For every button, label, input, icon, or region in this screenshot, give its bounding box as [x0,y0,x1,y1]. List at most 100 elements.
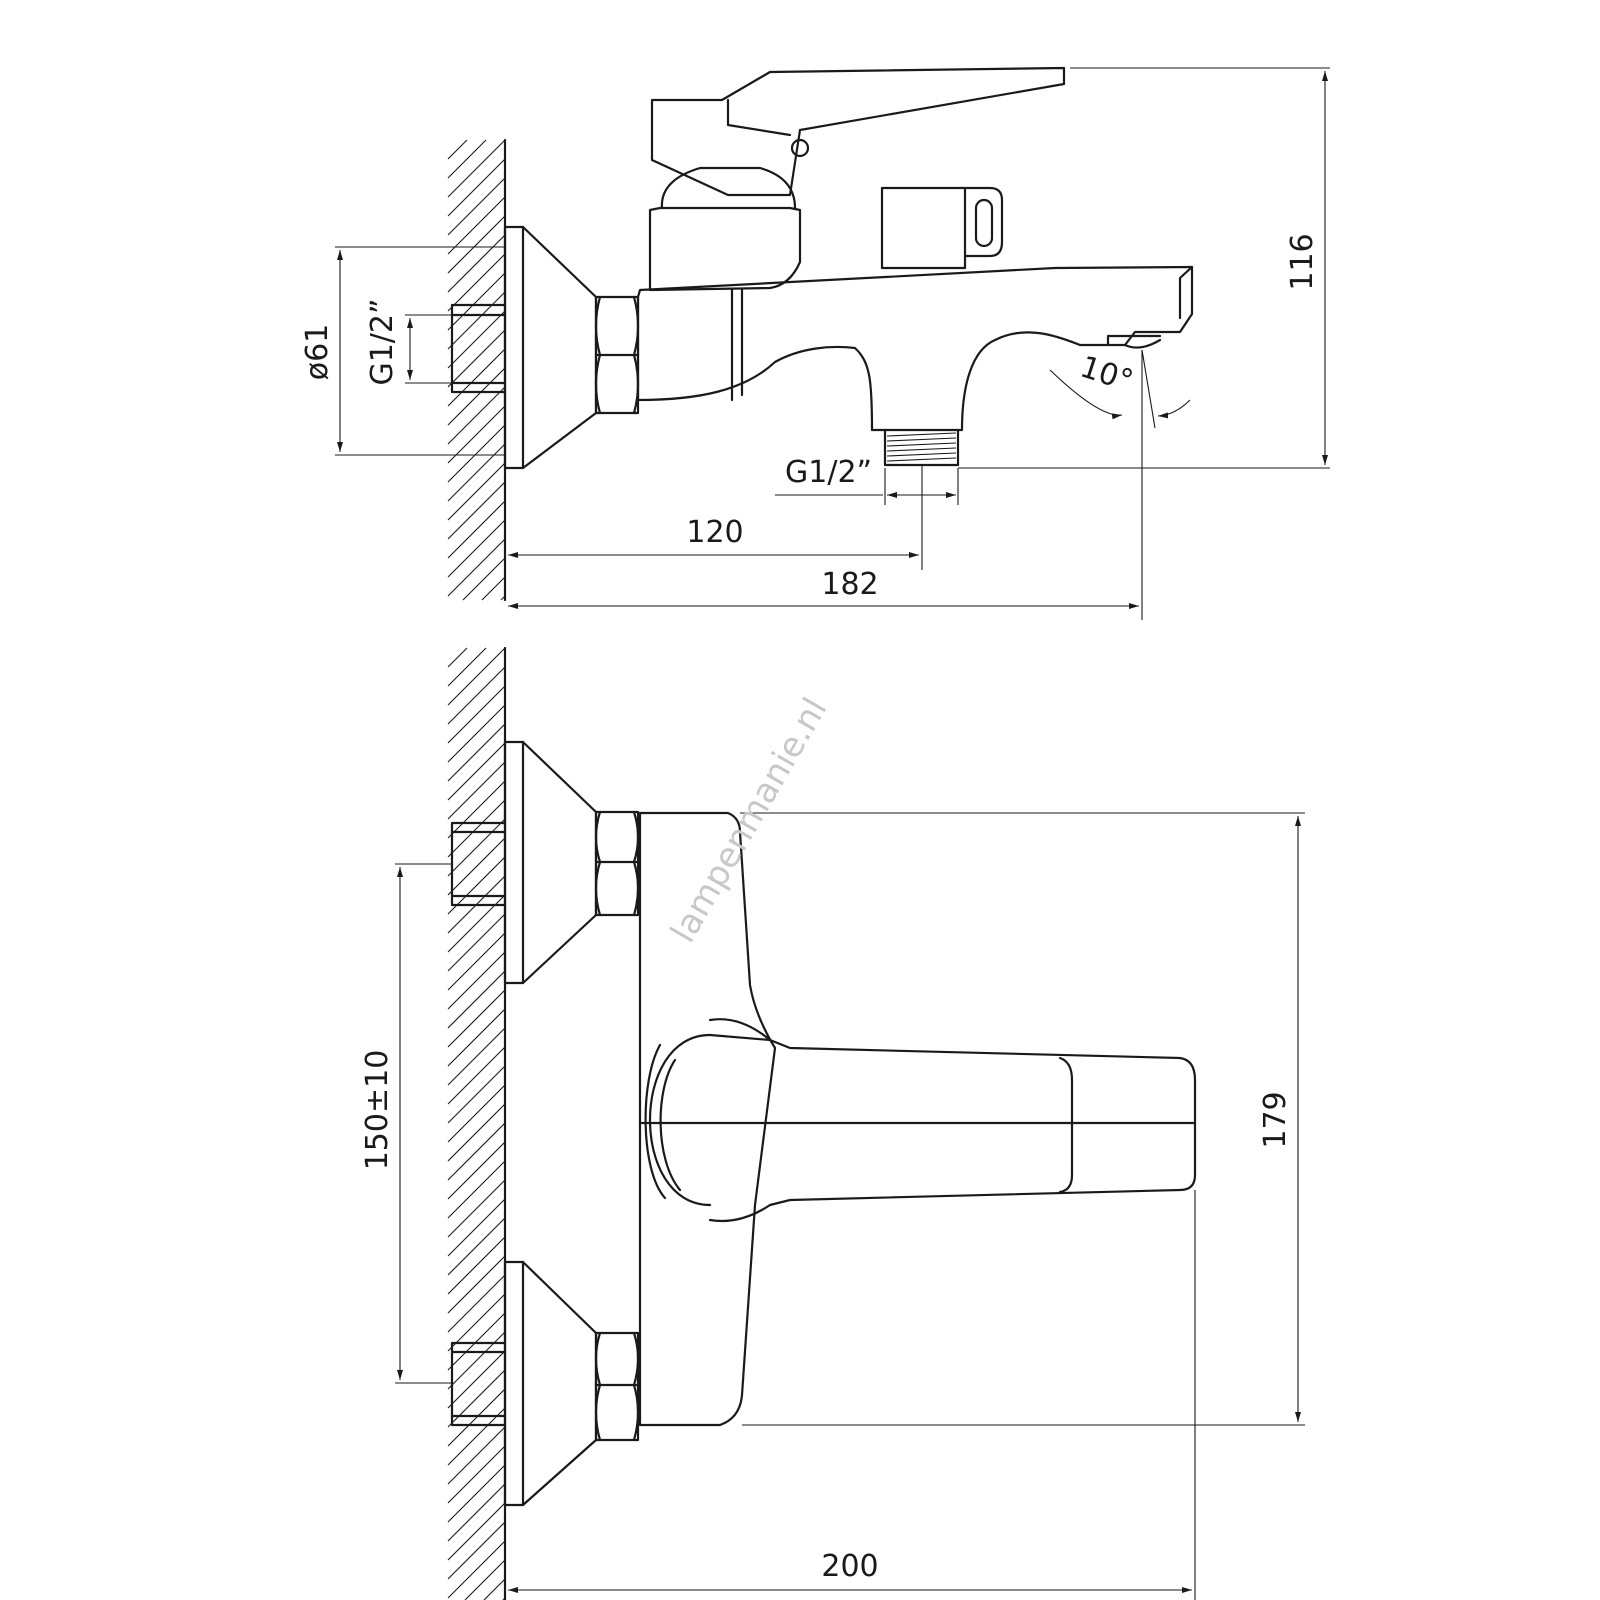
inlet-spacing-label: 150±10 [360,1050,395,1171]
hatch-line [447,1141,506,1200]
cartridge-housing [648,206,802,292]
hatch-line [447,818,506,877]
mixer-body [636,265,1194,432]
hatch-line [447,742,506,801]
hatch-line [447,1179,506,1238]
hatch-line [447,704,506,763]
total-width-label: 200 [821,1549,878,1584]
hatch-line [447,424,506,483]
hatch-line [447,538,506,597]
hatch-line [447,291,506,350]
hatch-line [447,253,506,312]
hatch-line [447,1065,506,1124]
thread-line [886,457,957,462]
hatch-line [447,139,487,179]
upper-flange [503,740,598,985]
hatch-line [447,1350,506,1409]
hatch-line [447,158,506,217]
hatch-line [447,799,506,858]
hatch-line [447,1369,506,1428]
hatch-line [447,215,506,274]
hatch-line [447,481,506,540]
hatch-line [447,1312,506,1371]
side-view: ø61 G1/2” 116 10° G1/2” 120 182 [300,66,1330,620]
hatch-line [447,685,506,744]
thread-line [886,442,957,447]
hatch-line [447,1255,506,1314]
hatch-line [447,519,506,578]
hatch-line [447,761,506,820]
front-height-label: 179 [1258,1091,1293,1148]
hatch-line [447,1331,506,1390]
hatch-line [447,1388,506,1447]
aerator [1123,338,1162,349]
hatch-line [464,1559,506,1600]
hatch-line [447,272,506,331]
wall-hatching-bottom [447,647,506,1600]
hatch-line [447,329,506,388]
hatch-line [447,367,506,426]
hatch-line [447,837,506,896]
hatch-line [447,139,468,160]
projection-label: 182 [821,567,878,602]
thread-line [886,432,957,437]
hatch-line [447,1027,506,1086]
hatch-line [447,348,506,407]
hatch-line [447,462,506,521]
hatch-line [447,1483,506,1542]
hatch-line [447,405,506,464]
upper-nut [594,810,640,917]
hatch-line [447,1293,506,1352]
hatch-line [447,1160,506,1219]
hatch-line [447,666,506,725]
hatch-line [447,1198,506,1257]
hatch-line [462,557,506,601]
inlet-thread-label: G1/2” [365,298,400,385]
hatch-line [481,576,506,601]
hatch-line [447,647,506,706]
hatch-line [447,234,506,293]
hatch-line [447,970,506,1029]
hatch-line [447,1217,506,1276]
mixer-front-body [638,811,777,1427]
hatch-line [447,1445,506,1504]
hatch-line [447,1426,506,1485]
hatch-line [447,1236,506,1295]
hatch-line [447,1521,506,1580]
hatch-line [447,1046,506,1105]
hatch-line [447,310,506,369]
hatch-line [500,595,506,601]
height-label: 116 [1285,233,1320,290]
hatch-line [447,951,506,1010]
hatch-line [447,443,506,502]
hatch-line [447,1122,506,1181]
outlet-distance-label: 120 [686,515,743,550]
hatch-line [447,177,506,236]
front-view: 150±10 179 200 [360,646,1305,1600]
hatch-line [447,1464,506,1523]
thread-line [886,447,957,452]
outlet-thread-label: G1/2” [785,455,872,490]
wall-flange [503,225,598,470]
flange-diameter-label: ø61 [300,324,335,381]
hatch-line [447,1008,506,1067]
hatch-line [447,780,506,839]
spout-angle-label: 10° [1076,350,1137,400]
hatch-line [447,1407,506,1466]
lever-handle [650,66,1066,197]
eccentric-connector [450,303,507,394]
thread-line [886,452,957,457]
watermark: lampenmanie.nl [663,691,835,949]
hatch-line [447,1103,506,1162]
hatch-line [447,989,506,1048]
hatch-line [447,196,506,255]
hatch-line [447,723,506,782]
hatch-line [447,1274,506,1333]
lever-front [708,1018,1197,1223]
diverter-knob [880,186,967,270]
hatch-line [447,647,487,687]
hatch-line [447,500,506,559]
hatch-line [447,1502,506,1561]
